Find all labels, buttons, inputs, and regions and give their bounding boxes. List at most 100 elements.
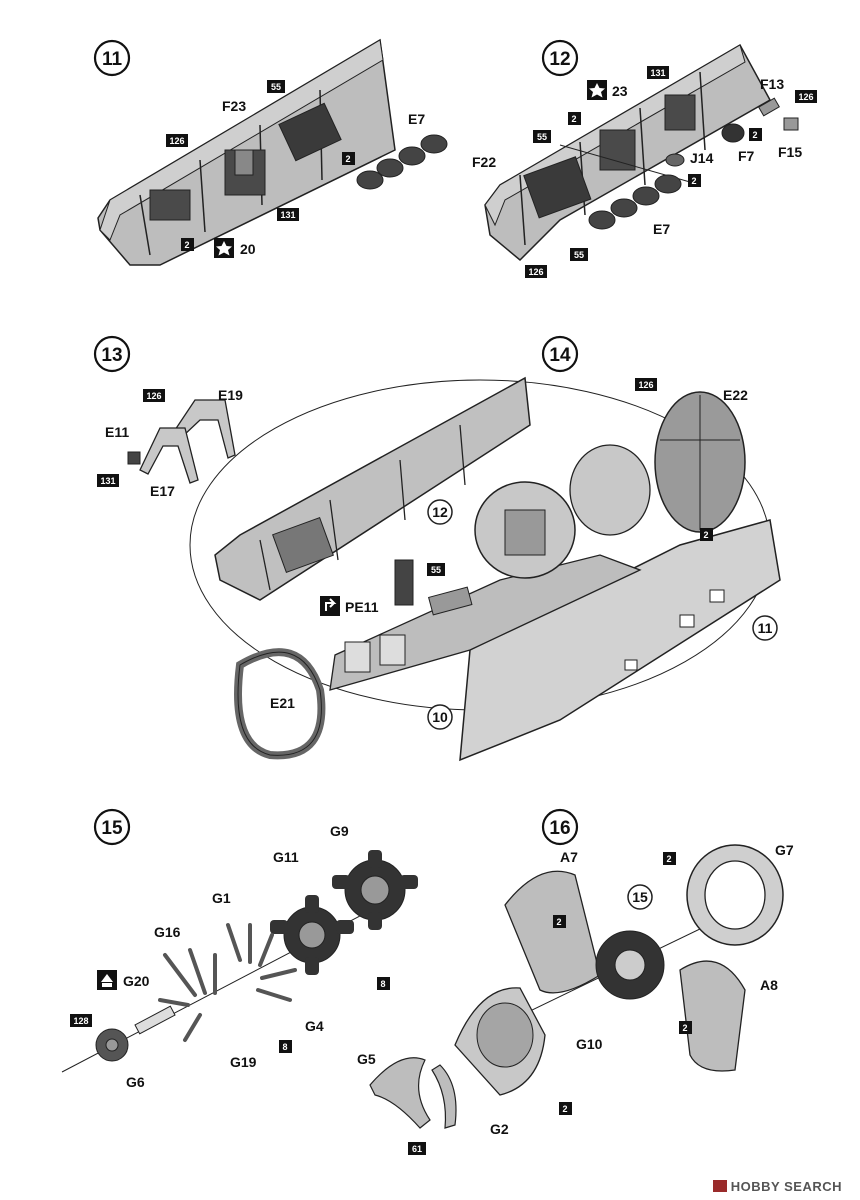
part-e11 bbox=[127, 451, 141, 465]
part-g20-shaft bbox=[134, 1005, 176, 1035]
label-j14: J14 bbox=[690, 150, 714, 166]
label-a7: A7 bbox=[560, 849, 578, 865]
step-number-circle bbox=[541, 808, 579, 846]
label-g5: G5 bbox=[357, 1051, 376, 1067]
badge-8: 8 bbox=[377, 977, 390, 990]
svg-text:8: 8 bbox=[282, 1042, 287, 1052]
step-14: 14 bbox=[189, 335, 781, 762]
part-e19-frame bbox=[174, 399, 236, 459]
svg-text:12: 12 bbox=[432, 504, 448, 520]
step-number: 11 bbox=[102, 49, 123, 70]
step-number-circle bbox=[93, 808, 131, 846]
decal-number: 20 bbox=[240, 241, 256, 257]
label-e21: E21 bbox=[270, 695, 295, 711]
svg-text:61: 61 bbox=[412, 1144, 422, 1154]
part-g1-pushrods bbox=[226, 923, 297, 1002]
subassembly-ref-10: 10 bbox=[427, 704, 453, 730]
svg-text:2: 2 bbox=[682, 1023, 687, 1033]
badge-126: 126 bbox=[525, 265, 547, 278]
label-e7: E7 bbox=[408, 111, 425, 127]
svg-text:55: 55 bbox=[574, 250, 584, 260]
badge-55: 55 bbox=[570, 248, 588, 261]
step-number: 14 bbox=[549, 345, 571, 366]
step-number-circle bbox=[93, 39, 131, 77]
decal-star-ref: 23 bbox=[587, 80, 628, 100]
label-e17: E17 bbox=[150, 483, 175, 499]
label-g4: G4 bbox=[305, 1018, 324, 1034]
badge-131: 131 bbox=[277, 208, 299, 221]
label-f22: F22 bbox=[472, 154, 496, 170]
svg-text:2: 2 bbox=[691, 176, 696, 186]
badge-2: 2 bbox=[663, 852, 676, 865]
subassembly-ref-15: 15 bbox=[627, 884, 653, 910]
badge-2: 2 bbox=[568, 112, 581, 125]
watermark-text: HOBBY SEARCH bbox=[730, 1179, 842, 1194]
part-f15 bbox=[783, 117, 799, 131]
label-e22: E22 bbox=[723, 387, 748, 403]
fuselage-half-left bbox=[97, 38, 396, 266]
step-number-circle bbox=[541, 39, 579, 77]
svg-text:2: 2 bbox=[571, 114, 576, 124]
step-number: 12 bbox=[549, 49, 570, 70]
badge-2: 2 bbox=[553, 915, 566, 928]
badge-126: 126 bbox=[635, 378, 657, 391]
part-g7-cowl-ring bbox=[686, 844, 784, 946]
svg-text:131: 131 bbox=[650, 68, 665, 78]
label-f13: F13 bbox=[760, 76, 784, 92]
g20-mark-icon bbox=[97, 970, 117, 990]
label-f23: F23 bbox=[222, 98, 246, 114]
part-g11-cylinders bbox=[270, 895, 354, 975]
part-g6-nose bbox=[95, 1028, 129, 1062]
badge-2: 2 bbox=[559, 1102, 572, 1115]
svg-text:2: 2 bbox=[345, 154, 350, 164]
label-g20: G20 bbox=[123, 973, 150, 989]
decal-number: 23 bbox=[612, 83, 628, 99]
part-g9-cylinders bbox=[332, 850, 418, 930]
cockpit-floor-assembly bbox=[329, 554, 642, 691]
badge-55: 55 bbox=[533, 130, 551, 143]
svg-text:8: 8 bbox=[380, 979, 385, 989]
badge-131: 131 bbox=[97, 474, 119, 487]
part-seat-straps bbox=[394, 559, 414, 606]
label-f7: F7 bbox=[738, 148, 755, 164]
part-g2-bracket bbox=[431, 1064, 457, 1129]
decal-star-ref: 20 bbox=[214, 238, 256, 258]
badge-2: 2 bbox=[688, 174, 701, 187]
part-g5-bracket bbox=[369, 1057, 431, 1129]
svg-text:126: 126 bbox=[169, 136, 184, 146]
label-pe11: PE11 bbox=[345, 599, 379, 615]
svg-text:126: 126 bbox=[528, 267, 543, 277]
fuselage-half-right bbox=[484, 43, 772, 262]
badge-8: 8 bbox=[279, 1040, 292, 1053]
part-g10-cowl-front bbox=[454, 987, 546, 1096]
svg-text:10: 10 bbox=[432, 709, 448, 725]
badge-61: 61 bbox=[408, 1142, 426, 1155]
label-e19: E19 bbox=[218, 387, 243, 403]
step-number-circle bbox=[93, 335, 131, 373]
part-e7-discs bbox=[356, 134, 448, 190]
label-g6: G6 bbox=[126, 1074, 145, 1090]
badge-2: 2 bbox=[342, 152, 355, 165]
badge-2: 2 bbox=[181, 238, 194, 251]
svg-text:2: 2 bbox=[703, 530, 708, 540]
fuselage-half-upper bbox=[214, 376, 531, 601]
label-g16: G16 bbox=[154, 924, 181, 940]
svg-text:2: 2 bbox=[562, 1104, 567, 1114]
step-13: 13 E19 E11 E17 126 131 bbox=[93, 335, 243, 499]
part-f13 bbox=[758, 97, 780, 117]
label-g1: G1 bbox=[212, 890, 231, 906]
step-15: 15 bbox=[61, 808, 418, 1090]
svg-text:2: 2 bbox=[752, 130, 757, 140]
subassembly-ref-12: 12 bbox=[427, 499, 453, 525]
label-a8: A8 bbox=[760, 977, 778, 993]
svg-text:128: 128 bbox=[73, 1016, 88, 1026]
badge-126: 126 bbox=[166, 134, 188, 147]
part-a8-cowl-half bbox=[679, 960, 746, 1072]
part-e7-discs bbox=[588, 174, 682, 230]
badge-126: 126 bbox=[143, 389, 165, 402]
engine-subassembly bbox=[595, 930, 665, 1000]
subassembly-ref-11: 11 bbox=[752, 615, 778, 641]
part-j14 bbox=[665, 153, 685, 167]
label-f15: F15 bbox=[778, 144, 802, 160]
